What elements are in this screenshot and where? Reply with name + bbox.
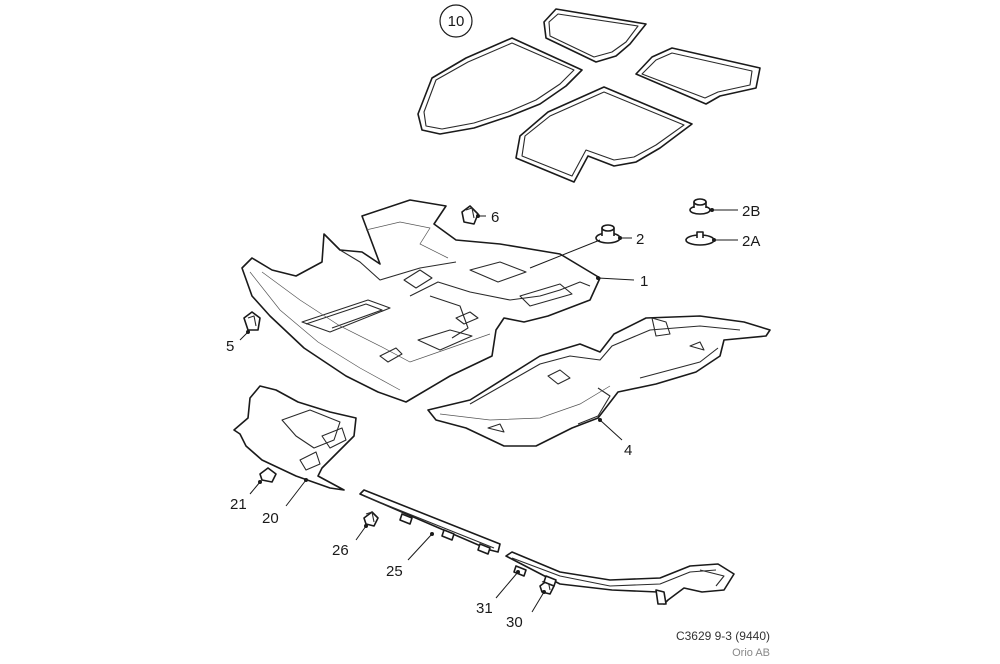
callout-4: 4 [624,442,632,459]
callout-2: 2 [636,231,644,248]
rear-carpet-shape [427,315,771,447]
clip-5 [243,311,261,331]
sill-strip [359,489,501,555]
clip-26 [363,511,379,527]
callout-2b: 2B [742,203,760,220]
rear-sill-shape [505,551,735,605]
callout-1: 1 [640,273,648,290]
rear-sill-trim [505,551,735,605]
floor-mat-set: 10 [417,4,761,183]
callouts: 6 2 2B 2A 1 5 4 21 20 [226,203,760,631]
callout-2a: 2A [742,233,760,250]
callout-31: 31 [476,600,493,617]
side-trim-panel [233,385,357,491]
rear-left-mat [515,86,693,183]
front-left-mat [417,37,583,135]
callout-26: 26 [332,542,349,559]
callout-6: 6 [491,209,499,226]
callout-21: 21 [230,496,247,513]
front-carpet-shape [241,199,601,403]
side-trim-shape [233,385,357,491]
fastener-2b [689,198,711,215]
callout-circle-10 [439,4,473,38]
callout-30: 30 [506,614,523,631]
callout-25: 25 [386,563,403,580]
rear-floor-carpet [427,315,771,447]
diagram-code: C3629 9-3 (9440) [676,629,770,643]
copyright-owner: Orio AB [732,647,770,659]
front-right-mat [543,8,647,63]
clip-21 [259,467,277,483]
fastener-2a [685,231,715,246]
callout-5: 5 [226,338,234,355]
front-floor-carpet [241,199,601,403]
callout-20: 20 [262,510,279,527]
callout-10: 10 [448,13,465,30]
clip-6 [461,205,479,225]
sill-strip-shape [359,489,501,553]
